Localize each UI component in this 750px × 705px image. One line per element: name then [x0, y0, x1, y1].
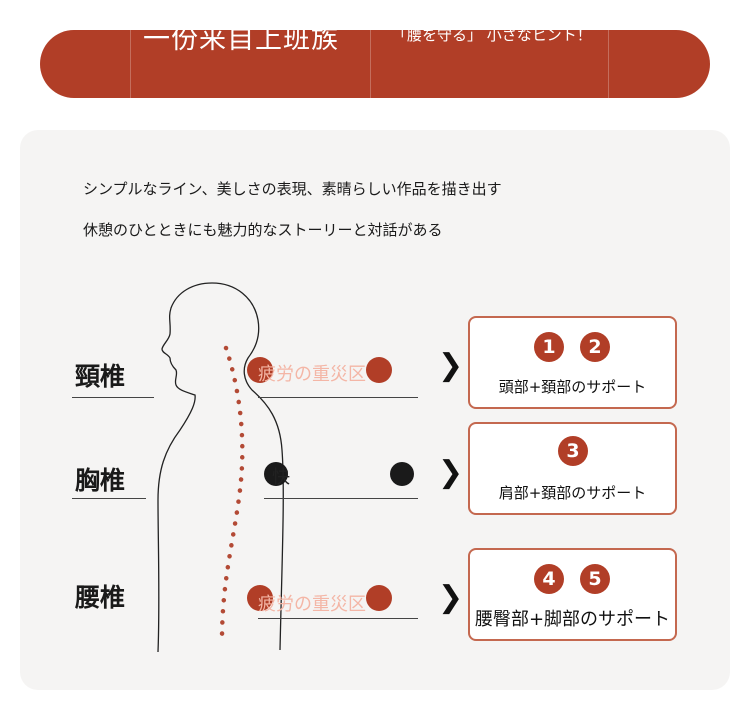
underline — [264, 498, 418, 499]
number-badge: 1 — [534, 332, 564, 362]
number-badge: 2 — [580, 332, 610, 362]
chevron-right-icon: ❯ — [438, 580, 464, 615]
support-box-2: 3 肩部+頚部のサポート — [468, 422, 677, 515]
fatigue-highlight: 快 — [272, 467, 290, 488]
number-badge: 5 — [580, 564, 610, 594]
support-box-1: 1 2 頭部+頚部のサポート — [468, 316, 677, 409]
intro-line-1: シンプルなライン、美しさの表現、素晴らしい作品を描き出す — [83, 180, 502, 198]
support-box-3: 4 5 腰臀部+脚部のサポート — [468, 548, 677, 641]
banner-divider — [370, 30, 371, 98]
black-dot-icon — [390, 462, 414, 486]
fatigue-highlight: 疲労の重災区 — [258, 594, 366, 615]
underline — [72, 498, 146, 499]
underline — [72, 397, 154, 398]
fatigue-highlight: 疲労の重災区 — [258, 364, 366, 385]
support-text: 頭部+頚部のサポート — [498, 378, 647, 396]
underline — [258, 618, 418, 619]
label-cervical: 頸椎 — [75, 362, 126, 391]
red-dot-icon — [247, 357, 273, 383]
support-text: 腰臀部+脚部のサポート — [474, 609, 671, 630]
red-dot-icon — [366, 357, 392, 383]
banner-divider — [608, 30, 609, 98]
header-banner — [40, 30, 710, 98]
banner-subtitle: 「腰を守る」 小さなヒント！ — [392, 26, 592, 44]
label-thoracic: 胸椎 — [75, 466, 126, 495]
red-dot-icon — [247, 585, 273, 611]
label-lumbar: 腰椎 — [75, 583, 126, 612]
number-badge: 4 — [534, 564, 564, 594]
chevron-right-icon: ❯ — [438, 348, 464, 383]
support-text: 肩部+頚部のサポート — [498, 484, 647, 502]
chevron-right-icon: ❯ — [438, 455, 464, 490]
banner-title: 一份来自上班族 — [143, 24, 339, 55]
red-dot-icon — [366, 585, 392, 611]
number-badge: 3 — [558, 436, 588, 466]
underline — [258, 397, 418, 398]
intro-line-2: 休憩のひとときにも魅力的なストーリーと対話がある — [83, 221, 443, 239]
banner-divider — [130, 30, 131, 98]
black-dot-icon — [264, 462, 288, 486]
